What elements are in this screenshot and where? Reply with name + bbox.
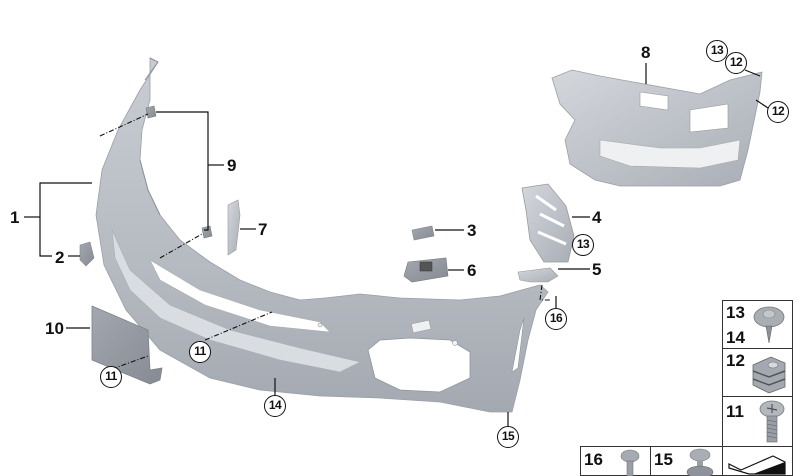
phillips-screw-icon bbox=[759, 400, 785, 443]
callout-7[interactable]: 7 bbox=[258, 220, 268, 239]
legend-cell-16[interactable]: 16 bbox=[580, 446, 651, 476]
clip-screw-icon bbox=[753, 306, 785, 344]
legend-label-15: 15 bbox=[654, 450, 673, 469]
cover-cap-part[interactable] bbox=[411, 225, 435, 241]
clip-upper-part[interactable] bbox=[145, 105, 157, 119]
legend-label-13: 13 bbox=[726, 303, 745, 322]
spring-nut-icon bbox=[752, 356, 786, 394]
callout-9[interactable]: 9 bbox=[227, 156, 237, 175]
legend-label-11: 11 bbox=[726, 402, 744, 421]
bumper-cover-part[interactable] bbox=[95, 57, 549, 413]
legend-label-14: 14 bbox=[726, 328, 745, 347]
legend-label-12: 12 bbox=[726, 351, 745, 370]
callout-3[interactable]: 3 bbox=[467, 221, 477, 240]
callout-6[interactable]: 6 bbox=[467, 261, 477, 280]
leader-lines bbox=[24, 63, 769, 426]
legend-cell-15[interactable]: 15 bbox=[650, 446, 723, 476]
legend-cell-12[interactable]: 12 bbox=[722, 348, 793, 397]
callout-8[interactable]: 8 bbox=[641, 43, 651, 62]
callout-1[interactable]: 1 bbox=[10, 208, 20, 227]
sensor-holder-part[interactable] bbox=[403, 257, 449, 283]
bracket-part[interactable] bbox=[517, 267, 559, 283]
callout-2[interactable]: 2 bbox=[55, 248, 65, 267]
support-carrier-part[interactable] bbox=[551, 69, 763, 187]
callout-11-screw[interactable]: 11 bbox=[189, 341, 211, 363]
callout-12-upper[interactable]: 12 bbox=[725, 52, 747, 74]
reference-block-icon bbox=[728, 455, 786, 475]
expanding-rivet-icon bbox=[686, 448, 714, 476]
license-plate-base-part[interactable] bbox=[91, 305, 163, 385]
bracket-strip-part[interactable] bbox=[227, 199, 241, 256]
callout-15[interactable]: 15 bbox=[497, 426, 519, 448]
callout-16[interactable]: 16 bbox=[545, 308, 567, 330]
legend-cell-13-14[interactable]: 13 14 bbox=[722, 300, 793, 349]
legend-cell-reference[interactable] bbox=[722, 446, 793, 476]
callout-14[interactable]: 14 bbox=[264, 395, 286, 417]
bolt-icon bbox=[620, 449, 640, 476]
callout-13-upper[interactable]: 13 bbox=[706, 40, 728, 62]
assembly-lines bbox=[99, 113, 550, 370]
callout-10[interactable]: 10 bbox=[45, 319, 64, 338]
callout-5[interactable]: 5 bbox=[592, 260, 602, 279]
callout-11-plate-screw[interactable]: 11 bbox=[100, 366, 122, 388]
callout-12-side[interactable]: 12 bbox=[767, 101, 789, 123]
callout-4[interactable]: 4 bbox=[592, 208, 602, 227]
tow-hook-cover-part[interactable] bbox=[79, 241, 95, 267]
legend-cell-11[interactable]: 11 bbox=[722, 396, 793, 447]
clip-lower-part[interactable] bbox=[201, 225, 213, 239]
grille-frame-part[interactable] bbox=[521, 183, 575, 263]
legend-label-16: 16 bbox=[584, 450, 603, 469]
callout-13-grille[interactable]: 13 bbox=[572, 234, 594, 256]
